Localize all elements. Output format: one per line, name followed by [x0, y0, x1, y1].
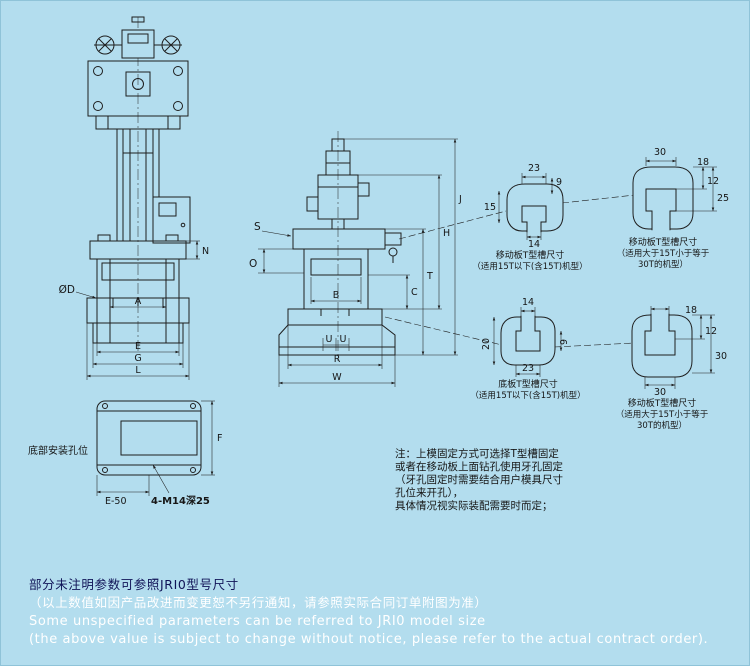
base-plate-view: F E-50 4-M14深25 底部安装孔位: [28, 400, 222, 507]
dim-j-label: J: [458, 194, 462, 205]
section-a-dim-left: 15: [484, 202, 496, 213]
tslot-section-base-small: 14 20 9 23 底板T型槽尺寸 （适用15T以下(含15T)机型）: [470, 297, 585, 401]
note-line-1: 注：上模固定方式可选择T型槽固定: [395, 447, 559, 460]
section-b-caption-3: 30T的机型）: [638, 259, 688, 270]
dim-n-label: N: [202, 246, 209, 257]
section-b-caption-1: 移动板T型槽尺寸: [629, 236, 698, 248]
dim-b-label: B: [333, 290, 340, 301]
notes-block: 注：上模固定方式可选择T型槽固定 或者在移动板上面钻孔使用牙孔固定 （牙孔固定时…: [395, 447, 563, 512]
note-line-4: 孔位来开孔），: [395, 486, 463, 499]
dim-h-label: H: [443, 228, 450, 239]
section-c-caption-1: 底板T型槽尺寸: [498, 378, 558, 390]
section-b-dim-right-3: 25: [717, 193, 729, 204]
section-a-caption-1: 移动板T型槽尺寸: [496, 249, 565, 261]
dim-u2-label: U: [340, 334, 347, 345]
dim-e50-label: E-50: [105, 496, 127, 507]
section-a-dim-right: 9: [556, 177, 562, 188]
dim-l-label: L: [135, 365, 141, 376]
footer-note-zh-1: 部分未注明参数可参照JRI0型号尺寸: [29, 577, 239, 592]
section-a-dim-bottom: 14: [528, 239, 540, 250]
note-line-2: 或者在移动板上面钻孔使用牙孔固定: [395, 460, 563, 473]
section-c-dim-top: 14: [522, 297, 534, 308]
dim-s-label: S: [254, 221, 261, 233]
footer-note-en-1: Some unspecified parameters can be refer…: [29, 614, 486, 629]
footer-note-zh-2: （以上数值如因产品改进而变更恕不另行通知，请参照实际合同订单附图为准）: [29, 595, 488, 610]
note-line-3: （牙孔固定时需要结合用户模具尺寸: [395, 473, 563, 486]
section-d-caption-2: （适用大于15T小于等于: [616, 409, 709, 420]
technical-drawing: A E G L N ØD F E-50: [28, 16, 729, 512]
footer-note-en-2: (the above value is subject to change wi…: [29, 632, 709, 647]
dim-t-label: T: [426, 271, 433, 282]
note-line-5: 具体情况视实际装配需要时而定；: [395, 499, 553, 512]
dim-f-label: F: [217, 433, 222, 444]
dim-w-label: W: [332, 372, 342, 383]
section-leader-lines: [384, 194, 636, 348]
section-d-dim-right-2: 30: [715, 351, 727, 362]
section-c-dim-bottom: 23: [522, 363, 534, 374]
dim-c-label: C: [411, 287, 418, 298]
dim-e-label: E: [135, 341, 141, 352]
section-b-dim-right-1: 18: [697, 157, 709, 168]
section-d-dim-top: 18: [685, 305, 697, 316]
section-b-caption-2: （适用大于15T小于等于: [617, 248, 710, 259]
tslot-section-large-2: 18 12 30 30 移动板T型槽尺寸 （适用大于15T小于等于 30T的机型…: [616, 305, 727, 431]
section-d-caption-3: 30T的机型）: [637, 420, 687, 431]
section-d-dim-bottom: 30: [654, 387, 666, 398]
section-a-dim-top: 23: [528, 163, 540, 174]
section-c-caption-2: （适用15T以下(含15T)机型）: [470, 390, 585, 401]
dim-o-label: O: [249, 258, 257, 270]
section-d-caption-1: 移动板T型槽尺寸: [628, 397, 697, 409]
dim-r-label: R: [334, 354, 341, 365]
dim-phi-d-label: ØD: [59, 284, 75, 296]
dim-a-label: A: [135, 296, 142, 307]
side-view: S O B U U R W C T H: [249, 138, 462, 387]
tslot-section-moving-small: 23 9 15 14 移动板T型槽尺寸 （适用15T以下(含15T)机型）: [472, 163, 587, 272]
tslot-section-moving-large: 30 18 12 25 移动板T型槽尺寸 （适用大于15T小于等于 30T的机型…: [617, 147, 729, 270]
dim-g-label: G: [134, 353, 141, 364]
section-b-dim-top: 30: [654, 147, 666, 158]
front-view: A E G L N ØD: [59, 16, 209, 380]
section-a-caption-2: （适用15T以下(含15T)机型）: [472, 261, 587, 272]
thread-callout-label: 4-M14深25: [151, 494, 210, 507]
section-c-dim-left: 20: [481, 338, 492, 350]
base-plate-caption: 底部安装孔位: [28, 444, 88, 457]
section-c-dim-right: 9: [559, 339, 570, 345]
dim-u1-label: U: [326, 334, 333, 345]
